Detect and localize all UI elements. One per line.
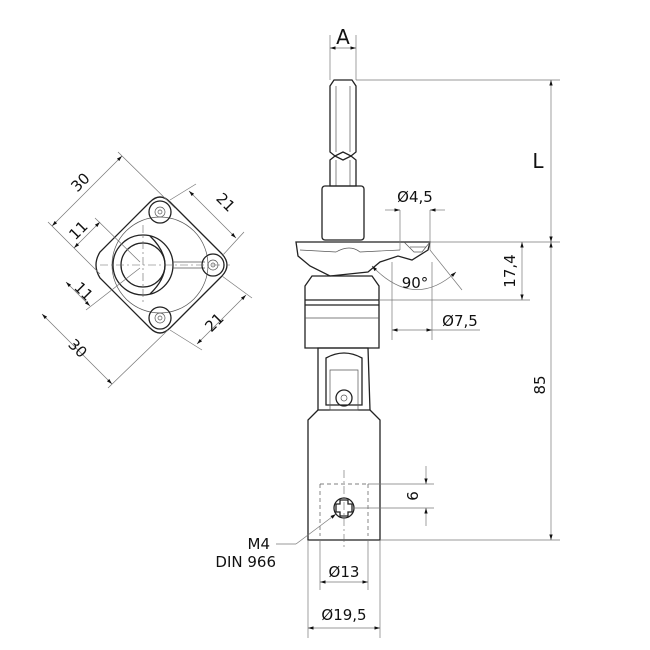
flange [295, 241, 431, 277]
top-dimensions: 30 11 11 30 21 21 [41, 151, 253, 389]
dim-counterbore-dia: Ø7,5 [442, 312, 478, 330]
screw-standard-label: DIN 966 [215, 553, 276, 571]
mounting-hole [148, 200, 172, 224]
dim-flange-30-top: 30 [67, 169, 93, 195]
side-dimensions: A L Ø4,5 90° Ø7,5 17,4 85 6 M4 DIN 966 Ø… [215, 25, 560, 638]
dim-6: 6 [404, 491, 422, 501]
dim-l: L [532, 149, 544, 173]
body [304, 275, 380, 349]
dim-flange-11-bottom: 11 [70, 278, 96, 304]
dim-a: A [336, 25, 350, 49]
mounting-hole [148, 306, 172, 330]
dim-angle: 90° [402, 274, 429, 292]
dim-dia-13: Ø13 [329, 563, 360, 581]
top-view [95, 196, 230, 334]
dim-flange-21-bottom: 21 [201, 309, 227, 335]
dim-hole-dia: Ø4,5 [397, 188, 433, 206]
dim-flange-21-top: 21 [212, 189, 238, 215]
dim-85: 85 [531, 375, 549, 394]
side-view [295, 79, 431, 548]
dim-flange-30-bottom: 30 [64, 335, 90, 361]
screw-size-label: M4 [248, 535, 271, 553]
dim-dia-19-5: Ø19,5 [321, 606, 366, 624]
collar [321, 185, 365, 241]
pin [335, 389, 353, 407]
dim-flange-11-top: 11 [65, 217, 91, 243]
dim-17-4: 17,4 [501, 254, 519, 287]
hex-bit [329, 79, 357, 187]
